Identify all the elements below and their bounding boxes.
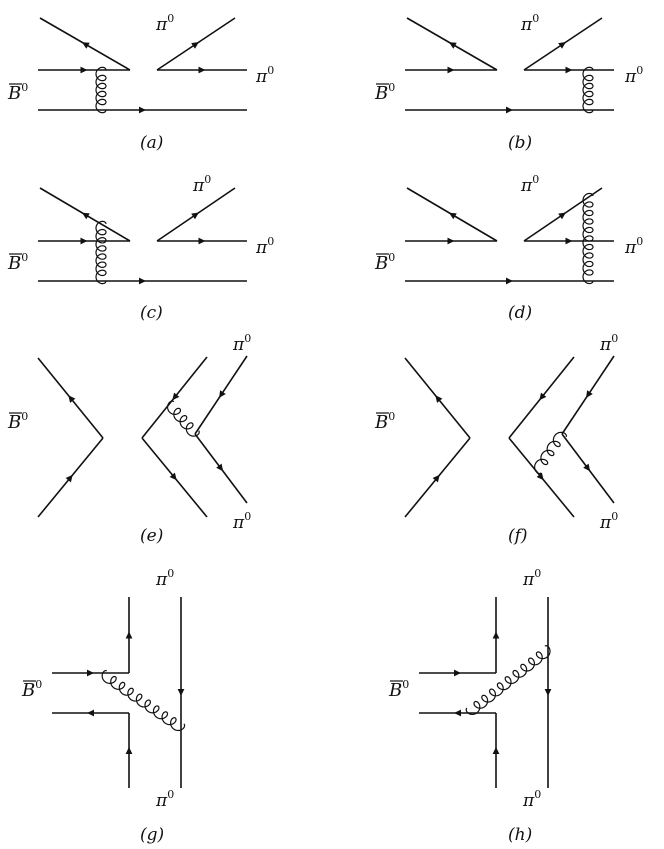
arrowhead <box>432 474 440 483</box>
b-meson-label: B0 <box>7 81 28 104</box>
arrowhead <box>586 390 593 398</box>
pion-label-bottom: π0 <box>232 510 251 533</box>
gluon-line <box>166 400 200 437</box>
arrowhead <box>172 392 180 401</box>
pion-label-side: π0 <box>624 235 643 258</box>
arrowhead <box>87 669 94 677</box>
diagram-b: B0 π0 π0 (b) <box>374 12 643 153</box>
arrowhead <box>177 689 185 696</box>
arrowhead <box>558 212 566 220</box>
diagram-d: B0 π0 π0 (d) <box>374 173 643 323</box>
pion-label-side: π0 <box>255 64 274 87</box>
arrowhead <box>65 474 73 483</box>
pion-label-top: π0 <box>192 173 211 196</box>
diagram-caption: (g) <box>140 825 164 845</box>
pion-label-top: π0 <box>520 12 539 35</box>
gluon-line <box>465 645 551 716</box>
arrowhead <box>80 66 88 74</box>
arrowhead <box>539 392 547 401</box>
arrowhead <box>219 390 226 398</box>
arrowhead <box>139 106 146 114</box>
pion-label-top: π0 <box>155 567 174 590</box>
diagram-h: B0 π0 π0 (h) <box>388 567 552 845</box>
pion-label-top: π0 <box>522 567 541 590</box>
b-meson-label: B0 <box>374 410 395 433</box>
b-meson-label: B0 <box>374 251 395 274</box>
pion-label-top: π0 <box>155 12 174 35</box>
arrowhead <box>125 747 133 754</box>
arrowhead <box>448 212 457 220</box>
arrowhead <box>216 463 224 472</box>
arrowhead <box>506 277 513 285</box>
diagram-caption: (f) <box>508 526 528 546</box>
arrowhead <box>565 237 573 245</box>
diagram-caption: (h) <box>508 825 532 845</box>
arrowhead <box>454 669 461 677</box>
arrowhead <box>454 709 461 717</box>
arrowhead <box>81 212 90 220</box>
b-meson-label: B0 <box>388 678 409 701</box>
diagram-f: B0 π0 π0 (f) <box>374 332 618 546</box>
arrowhead <box>198 66 206 74</box>
arrowhead <box>80 237 88 245</box>
pion-label-bottom: π0 <box>522 788 541 811</box>
arrowhead <box>191 42 199 49</box>
b-meson-label: B0 <box>374 81 395 104</box>
diagram-caption: (a) <box>140 133 163 153</box>
arrowhead <box>448 42 457 49</box>
arrowhead <box>583 463 591 472</box>
arrowhead <box>492 747 500 754</box>
pion-label-top: π0 <box>520 173 539 196</box>
b-meson-label: B0 <box>7 410 28 433</box>
arrowhead <box>191 212 199 220</box>
gluon-line <box>582 192 594 285</box>
b-meson-label: B0 <box>7 251 28 274</box>
arrowhead <box>81 42 90 49</box>
arrowhead <box>447 237 455 245</box>
arrowhead <box>435 395 443 403</box>
arrowhead <box>125 631 133 639</box>
pion-label-top: π0 <box>599 332 618 355</box>
pion-label-bottom: π0 <box>155 788 174 811</box>
gluon-line <box>534 431 567 475</box>
diagram-e: B0 π0 π0 (e) <box>7 332 251 546</box>
pion-label-side: π0 <box>255 235 274 258</box>
diagram-c: B0 π0 π0 (c) <box>7 173 274 323</box>
arrowhead <box>447 66 455 74</box>
diagram-caption: (d) <box>508 303 532 323</box>
arrowhead <box>536 472 544 481</box>
diagram-g: B0 π0 π0 (g) <box>21 567 186 845</box>
b-meson-label: B0 <box>21 678 42 701</box>
arrowhead <box>68 395 76 403</box>
gluon-line <box>582 66 594 114</box>
pion-label-bottom: π0 <box>599 510 618 533</box>
diagram-caption: (c) <box>140 303 163 323</box>
arrowhead <box>544 689 552 696</box>
arrowhead <box>492 631 500 639</box>
arrowhead <box>87 709 94 717</box>
gluon-line <box>95 220 107 285</box>
arrowhead <box>198 237 206 245</box>
diagram-caption: (e) <box>140 526 163 546</box>
arrowhead <box>169 472 177 481</box>
diagram-a: B0 π0 π0 (a) <box>7 12 274 153</box>
pion-label-side: π0 <box>624 64 643 87</box>
arrowhead <box>565 66 573 74</box>
arrowhead <box>558 42 566 49</box>
arrowhead <box>139 277 146 285</box>
diagram-caption: (b) <box>508 133 532 153</box>
pion-label-top: π0 <box>232 332 251 355</box>
gluon-line <box>101 669 186 732</box>
arrowhead <box>506 106 513 114</box>
gluon-line <box>95 66 107 114</box>
